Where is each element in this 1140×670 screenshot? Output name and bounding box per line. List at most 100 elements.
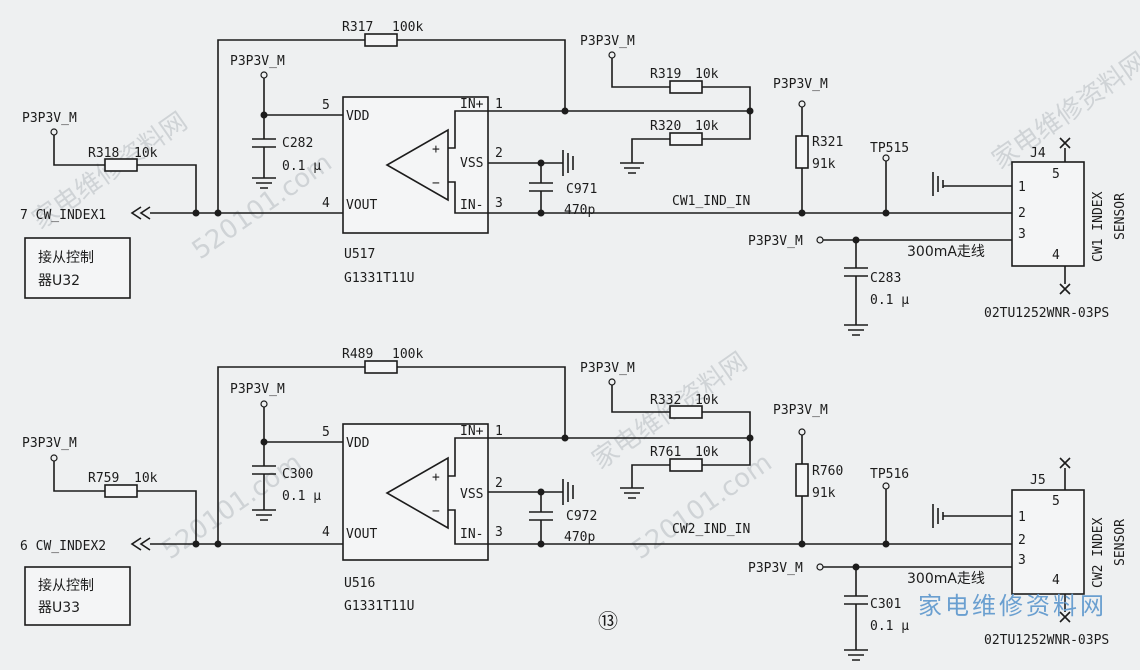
ic-pin-number: 5 bbox=[322, 98, 330, 113]
resistor-symbol bbox=[104, 484, 138, 498]
capacitor-ref: C283 bbox=[870, 271, 901, 286]
supply-terminal bbox=[798, 100, 806, 108]
resistor-value: 91k bbox=[812, 157, 836, 172]
connector-label: 7 CW_INDEX1 bbox=[20, 208, 106, 223]
testpoint-label: TP515 bbox=[870, 141, 909, 156]
capacitor-symbol bbox=[529, 163, 553, 213]
input-pullup-wire bbox=[53, 461, 197, 544]
supply-label: P3P3V_M bbox=[22, 436, 77, 451]
sensor-connector-body bbox=[1011, 161, 1085, 267]
ground-symbol bbox=[620, 162, 644, 174]
ic-body bbox=[342, 423, 489, 561]
junction bbox=[537, 540, 545, 548]
resistor-value: 91k bbox=[812, 486, 836, 501]
resistor-value: 10k bbox=[134, 146, 158, 161]
resistor-symbol bbox=[669, 405, 703, 419]
supply-label: P3P3V_M bbox=[773, 77, 828, 92]
ic-pin-name: IN+ bbox=[460, 97, 484, 112]
junction bbox=[798, 540, 806, 548]
ic-pin-number: 4 bbox=[322, 196, 330, 211]
vss-ground bbox=[488, 150, 574, 176]
sensor-label: CW2 INDEX bbox=[1091, 517, 1106, 588]
resistor-value: 10k bbox=[695, 445, 719, 460]
capacitor-ref: C971 bbox=[566, 182, 597, 197]
capacitor-symbol bbox=[529, 492, 553, 544]
resistor-ref: R321 bbox=[812, 135, 843, 150]
ic-body bbox=[342, 96, 489, 234]
controller-note-line2: 器U32 bbox=[38, 273, 80, 289]
connector-part: 02TU1252WNR-03PS bbox=[984, 306, 1109, 321]
supply-label: P3P3V_M bbox=[773, 403, 828, 418]
capacitor-value: 0.1 μ bbox=[282, 159, 321, 174]
supply-label: P3P3V_M bbox=[748, 234, 803, 249]
ic-pin-number: 4 bbox=[322, 525, 330, 540]
ic-pin-number: 3 bbox=[495, 525, 503, 540]
resistor-symbol bbox=[795, 463, 809, 497]
connector-pin: 2 bbox=[1018, 206, 1026, 221]
connector-pin: 1 bbox=[1018, 510, 1026, 525]
testpoint-symbol bbox=[882, 482, 890, 490]
supply-terminal bbox=[260, 400, 268, 408]
ground-symbol bbox=[620, 487, 644, 499]
resistor-ref: R489 bbox=[342, 347, 373, 362]
ic-part: G1331T11U bbox=[344, 271, 414, 286]
ic-pin-name: VSS bbox=[460, 156, 483, 171]
comparator-inputs bbox=[448, 110, 488, 214]
ic-ref: U517 bbox=[344, 247, 375, 262]
supply-terminal bbox=[608, 378, 616, 386]
comparator-plus: + bbox=[432, 142, 440, 157]
ic-pin-number: 1 bbox=[495, 424, 503, 439]
resistor-symbol bbox=[669, 80, 703, 94]
resistor-ref: R318 bbox=[88, 146, 119, 161]
net-label: CW1_IND_IN bbox=[672, 194, 750, 209]
supply-label: P3P3V_M bbox=[230, 54, 285, 69]
brand-logo: 家电维修资料网 bbox=[918, 592, 1107, 620]
ground-symbol bbox=[932, 172, 1012, 196]
comparator-minus: − bbox=[432, 176, 440, 191]
connector-part: 02TU1252WNR-03PS bbox=[984, 633, 1109, 648]
connector-pin: 3 bbox=[1018, 227, 1026, 242]
resistor-symbol bbox=[364, 360, 398, 374]
ground-symbol bbox=[252, 509, 276, 521]
ic-pin-name: IN- bbox=[460, 527, 483, 542]
connector-pin: 2 bbox=[1018, 533, 1026, 548]
connector-pin: 5 bbox=[1052, 167, 1060, 182]
resistor-ref: R317 bbox=[342, 20, 373, 35]
capacitor-value: 0.1 μ bbox=[870, 619, 909, 634]
connector-pin: 1 bbox=[1018, 180, 1026, 195]
supply-label: P3P3V_M bbox=[230, 382, 285, 397]
controller-note-box bbox=[24, 237, 131, 299]
capacitor-symbol bbox=[252, 138, 276, 148]
junction bbox=[537, 209, 545, 217]
ground-symbol bbox=[252, 177, 276, 189]
capacitor-ref: C301 bbox=[870, 597, 901, 612]
sensor-label: CW1 INDEX bbox=[1091, 191, 1106, 262]
supply-terminal bbox=[816, 236, 824, 244]
connector-pin: 4 bbox=[1052, 573, 1060, 588]
resistor-value: 10k bbox=[695, 119, 719, 134]
capacitor-symbol bbox=[252, 465, 276, 475]
sensor-label: SENSOR bbox=[1113, 193, 1128, 240]
resistor-symbol bbox=[795, 135, 809, 169]
resistor-value: 10k bbox=[134, 471, 158, 486]
page-number: ⑬ bbox=[598, 609, 618, 633]
junction bbox=[561, 107, 569, 115]
junction bbox=[746, 107, 754, 115]
resistor-value: 100k bbox=[392, 20, 423, 35]
resistor-ref: R761 bbox=[650, 445, 681, 460]
resistor-symbol bbox=[364, 33, 398, 47]
resistor-ref: R332 bbox=[650, 393, 681, 408]
testpoint-label: TP516 bbox=[870, 467, 909, 482]
vss-ground bbox=[488, 479, 574, 505]
supply-label: P3P3V_M bbox=[580, 361, 635, 376]
ic-part: G1331T11U bbox=[344, 599, 414, 614]
resistor-symbol bbox=[104, 158, 138, 172]
supply-label: P3P3V_M bbox=[22, 111, 77, 126]
connector-label: 6 CW_INDEX2 bbox=[20, 539, 106, 554]
comparator-plus: + bbox=[432, 470, 440, 485]
resistor-ref: R319 bbox=[650, 67, 681, 82]
comparator-minus: − bbox=[432, 504, 440, 519]
supply-label: P3P3V_M bbox=[580, 34, 635, 49]
net-label: CW2_IND_IN bbox=[672, 522, 750, 537]
